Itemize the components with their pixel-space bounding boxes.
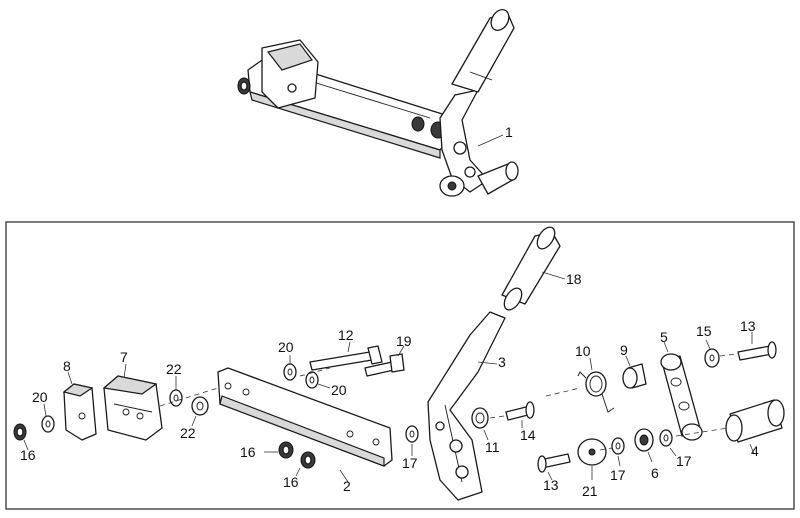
part-13-pin-upper: 13 bbox=[737, 318, 777, 361]
exploded-view-frame bbox=[5, 221, 795, 510]
part-16-nut-mid: 16 bbox=[240, 441, 294, 460]
part-16-nut-left: 16 bbox=[13, 423, 36, 463]
alignment-line bbox=[545, 387, 581, 397]
callout-label: 11 bbox=[485, 439, 500, 455]
assembly-grip bbox=[451, 9, 515, 93]
callout-label: 6 bbox=[651, 465, 659, 481]
callout-label: 20 bbox=[331, 382, 347, 398]
assembly-bolt-a bbox=[411, 116, 425, 132]
callout-label: 22 bbox=[166, 361, 182, 377]
callout-label: 4 bbox=[751, 443, 759, 459]
part-10-spring: 10 bbox=[575, 343, 615, 413]
part-15-washer: 15 bbox=[696, 323, 720, 368]
callout-label: 16 bbox=[283, 474, 299, 490]
callout-label: 9 bbox=[620, 342, 628, 358]
alignment-line bbox=[489, 415, 505, 419]
part-20-washer-upper: 20 bbox=[278, 339, 297, 381]
callout-label: 18 bbox=[566, 271, 582, 287]
callout-label: 17 bbox=[610, 467, 626, 483]
part-4-sleeve: 4 bbox=[725, 399, 785, 459]
part-20-washer-lower: 20 bbox=[305, 371, 347, 398]
callout-label: 17 bbox=[676, 453, 692, 469]
callout-label: 22 bbox=[180, 425, 196, 441]
callout-label: 15 bbox=[696, 323, 712, 339]
part-14-pin: 14 bbox=[505, 401, 536, 443]
assembly-foot-peg bbox=[477, 161, 519, 195]
part-7-clamp: 7 bbox=[102, 349, 163, 441]
callout-label: 17 bbox=[402, 455, 418, 471]
alignment-line bbox=[599, 447, 613, 451]
part-2-bar: 2 bbox=[217, 367, 393, 494]
callout-label: 14 bbox=[520, 427, 536, 443]
alignment-line bbox=[159, 387, 219, 407]
part-21-disc: 21 bbox=[577, 438, 607, 499]
part-13-pin-lower: 13 bbox=[537, 453, 571, 493]
callout-label: 5 bbox=[660, 329, 668, 345]
alignment-line bbox=[719, 353, 737, 357]
assembly-bar-side bbox=[249, 91, 441, 159]
assembly-lower-washer bbox=[439, 175, 465, 197]
callout-label: 13 bbox=[543, 477, 559, 493]
callout-label: 20 bbox=[32, 389, 48, 405]
part-22-spacer-upper: 22 bbox=[166, 361, 183, 407]
part-12-long-bolt: 12 bbox=[309, 327, 383, 371]
part-17-washer-b: 17 bbox=[610, 437, 626, 483]
callout-label: 7 bbox=[120, 349, 128, 365]
callout-label: 16 bbox=[240, 444, 256, 460]
part-22-spacer-lower: 22 bbox=[180, 396, 209, 441]
part-19-short-bolt: 19 bbox=[364, 333, 412, 377]
part-17-washer-a: 17 bbox=[402, 425, 419, 471]
callout-label: 10 bbox=[575, 343, 591, 359]
exploded-view: 18 3 12 19 bbox=[13, 226, 785, 501]
callout-label: 3 bbox=[498, 354, 506, 370]
callout-label: 8 bbox=[63, 358, 71, 374]
callout-label: 21 bbox=[582, 483, 598, 499]
part-16-nut-low: 16 bbox=[283, 451, 316, 490]
callout-label: 16 bbox=[20, 447, 36, 463]
callout-label: 13 bbox=[740, 318, 756, 334]
assembly-lever-arm bbox=[439, 89, 489, 193]
callout-label: 19 bbox=[396, 333, 412, 349]
part-11-bushing: 11 bbox=[471, 407, 500, 455]
callout-label: 12 bbox=[338, 327, 354, 343]
assembled-pedal-unit: 1 bbox=[237, 9, 519, 197]
part-8-end-block: 8 bbox=[62, 358, 97, 441]
callout-label: 2 bbox=[343, 478, 351, 494]
part-6-bearing: 6 bbox=[634, 428, 659, 481]
part-20-washer-left: 20 bbox=[32, 389, 55, 433]
part-3-lever: 3 bbox=[427, 311, 506, 501]
part-18-grip: 18 bbox=[501, 226, 582, 311]
callout-label: 1 bbox=[505, 124, 513, 140]
assembly-left-bolt bbox=[237, 77, 251, 95]
part-9-bushing: 9 bbox=[620, 342, 647, 389]
part-5-link-plate: 5 bbox=[660, 329, 703, 441]
callout-label: 20 bbox=[278, 339, 294, 355]
assembly-clamp-top bbox=[266, 43, 313, 71]
part-17-washer-c: 17 bbox=[659, 429, 692, 469]
